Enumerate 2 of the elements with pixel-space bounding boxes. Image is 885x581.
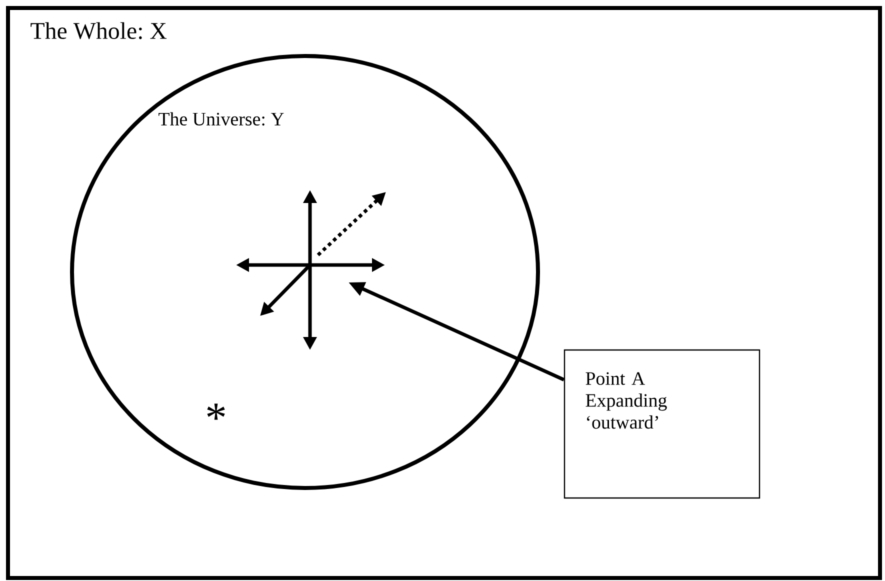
callout-box: Point A Expanding ‘outward’ — [564, 349, 760, 499]
asterisk: * — [207, 404, 225, 420]
